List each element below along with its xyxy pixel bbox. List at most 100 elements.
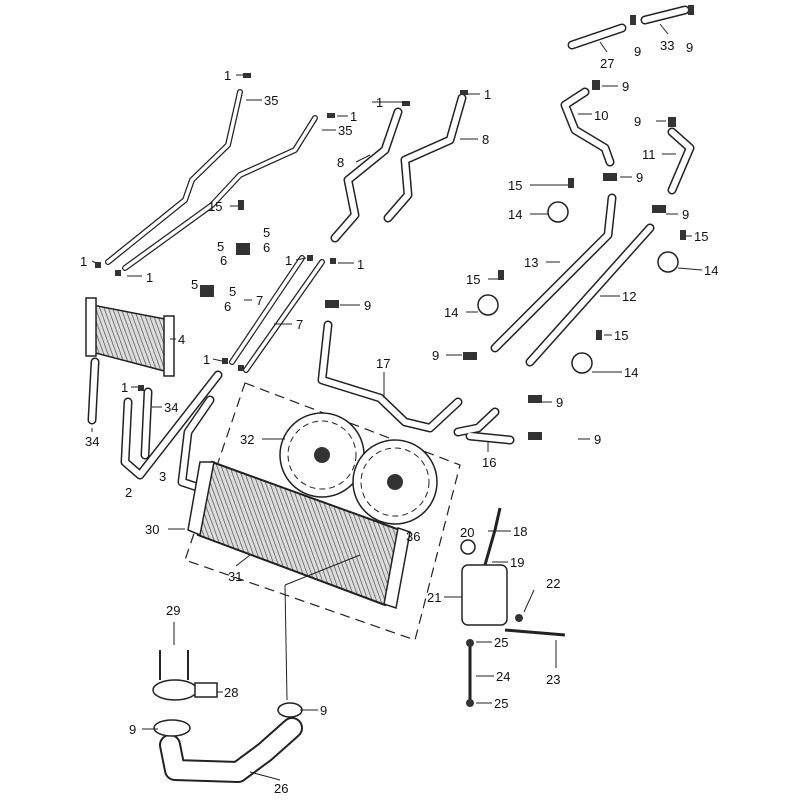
callout-label: 13 <box>524 255 538 270</box>
callout-label: 9 <box>129 722 136 737</box>
hose-10 <box>560 87 615 167</box>
callout-label: 9 <box>594 432 601 447</box>
hose-27 <box>567 23 627 50</box>
callout-label: 19 <box>510 555 524 570</box>
hose-3 <box>177 395 215 493</box>
callout-label: 15 <box>614 328 628 343</box>
callout-label: 9 <box>320 703 327 718</box>
callout-label: 11 <box>642 147 656 162</box>
callout-label: 9 <box>634 114 641 129</box>
callout-label: 14 <box>508 207 522 222</box>
coolant-reservoir <box>460 507 566 700</box>
callout-label: 24 <box>496 669 510 684</box>
callout-label: 20 <box>460 525 474 540</box>
callout-label: 1 <box>357 257 364 272</box>
callout-label: 22 <box>546 576 560 591</box>
callout-label: 5 <box>217 239 224 254</box>
callout-label: 35 <box>264 93 278 108</box>
callout-label: 1 <box>484 87 491 102</box>
callout-label: 23 <box>546 672 560 687</box>
callout-label: 15 <box>466 272 480 287</box>
callout-label: 28 <box>224 685 238 700</box>
callout-label: 5 <box>229 284 236 299</box>
callout-label: 1 <box>146 270 153 285</box>
callout-label: 7 <box>296 317 303 332</box>
callout-label: 4 <box>178 332 185 347</box>
callout-label: 34 <box>85 434 99 449</box>
hose-16 <box>453 407 515 445</box>
hose-33 <box>640 5 690 25</box>
callout-label: 10 <box>594 108 608 123</box>
callout-label: 18 <box>513 524 527 539</box>
callout-labels: 1 35 1 35 1 8 1 8 9 27 9 33 9 10 9 11 15… <box>80 38 718 796</box>
callout-label: 5 <box>263 225 270 240</box>
callout-label: 5 <box>191 277 198 292</box>
callout-label: 9 <box>636 170 643 185</box>
hose-17 <box>317 320 463 433</box>
callout-label: 9 <box>682 207 689 222</box>
callout-label: 6 <box>263 240 270 255</box>
cooling-fan-left <box>279 412 365 498</box>
hose-11 <box>667 127 695 195</box>
callout-label: 1 <box>376 95 383 110</box>
fasteners <box>95 5 694 707</box>
oil-cooler <box>85 297 175 377</box>
hose-26 <box>159 717 303 783</box>
callout-label: 36 <box>406 529 420 544</box>
hose-34-left <box>87 357 100 425</box>
callout-label: 1 <box>203 352 210 367</box>
callout-label: 9 <box>622 79 629 94</box>
cooling-fan-right <box>352 439 438 525</box>
pipe-35-right <box>122 115 318 271</box>
callout-label: 8 <box>482 132 489 147</box>
callout-label: 7 <box>256 293 263 308</box>
callout-label: 9 <box>556 395 563 410</box>
hose-8-left <box>330 107 403 243</box>
callout-label: 33 <box>660 38 674 53</box>
callout-label: 6 <box>220 253 227 268</box>
callout-label: 1 <box>224 68 231 83</box>
hose-8-right <box>383 93 467 223</box>
callout-label: 14 <box>444 305 458 320</box>
callout-label: 3 <box>159 469 166 484</box>
callout-label: 15 <box>508 178 522 193</box>
callout-label: 9 <box>634 44 641 59</box>
pipe-12 <box>525 223 655 367</box>
callout-label: 2 <box>125 485 132 500</box>
callout-label: 8 <box>337 155 344 170</box>
callout-label: 1 <box>285 253 292 268</box>
pipe-7 <box>229 255 325 373</box>
thermostat-housing <box>152 650 218 737</box>
callout-label: 14 <box>704 263 718 278</box>
callout-label: 1 <box>121 380 128 395</box>
pipe-35-left <box>105 89 243 265</box>
callout-label: 9 <box>364 298 371 313</box>
callout-label: 15 <box>694 229 708 244</box>
radiator <box>187 460 411 609</box>
pipe-13 <box>490 193 617 353</box>
leader-lines <box>91 23 703 781</box>
callout-label: 31 <box>228 569 242 584</box>
hose-34-right <box>140 387 153 460</box>
callout-label: 6 <box>224 299 231 314</box>
hose-2 <box>120 370 223 480</box>
callout-label: 12 <box>622 289 636 304</box>
callout-label: 26 <box>274 781 288 796</box>
callout-label: 1 <box>350 109 357 124</box>
callout-label: 14 <box>624 365 638 380</box>
callout-label: 1 <box>80 254 87 269</box>
callout-label: 25 <box>494 635 508 650</box>
callout-label: 25 <box>494 696 508 711</box>
callout-label: 15 <box>208 199 222 214</box>
assembly-outline <box>184 382 461 641</box>
callout-label: 9 <box>432 348 439 363</box>
callout-label: 21 <box>427 590 441 605</box>
callout-label: 30 <box>145 522 159 537</box>
callout-label: 34 <box>164 400 178 415</box>
callout-label: 32 <box>240 432 254 447</box>
callout-label: 9 <box>686 40 693 55</box>
callout-label: 35 <box>338 123 352 138</box>
clamps <box>277 201 679 718</box>
